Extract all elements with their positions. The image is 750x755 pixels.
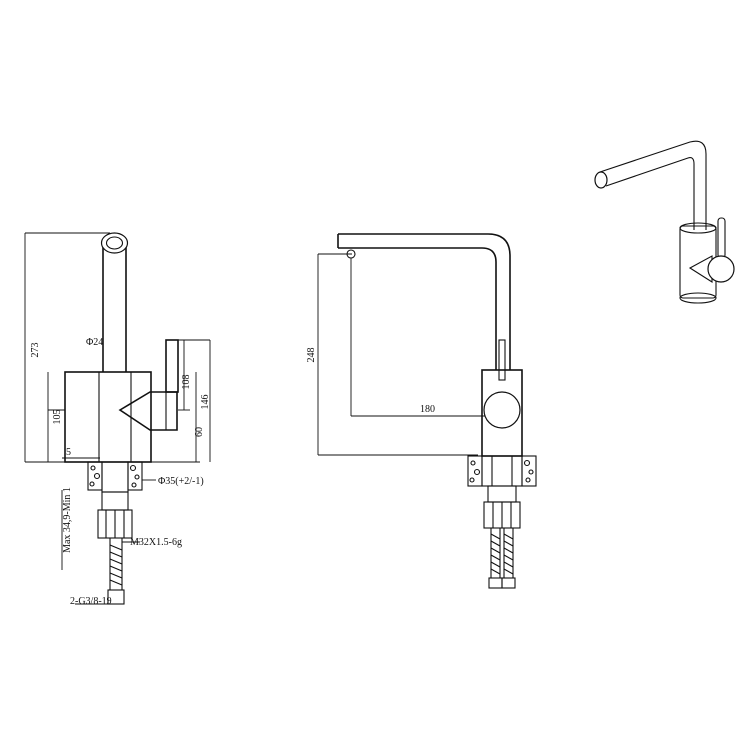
label-248: 248: [306, 348, 317, 363]
spout-tube: [100, 232, 129, 372]
label-5: 5: [66, 447, 71, 458]
dimension-180: [350, 258, 486, 417]
label-273: 273: [30, 343, 41, 358]
label-105: 105: [52, 410, 63, 425]
handle-side: [118, 339, 211, 462]
dimension-248: [317, 253, 478, 456]
front-view: 248 180: [306, 233, 537, 589]
label-phi24: Φ24: [86, 337, 103, 348]
label-60: 60: [194, 427, 205, 437]
perspective-view: [594, 140, 735, 304]
label-hose: 2-G3/8-19: [70, 596, 112, 607]
side-view: 273 Φ24 105 108: [24, 232, 211, 607]
label-180: 180: [420, 404, 435, 415]
label-thread: M32X1.5-6g: [130, 537, 182, 548]
shank-nut: [61, 490, 133, 570]
countertop-section: [52, 457, 200, 493]
body-front: [481, 339, 523, 457]
label-108: 108: [181, 375, 192, 390]
countertop-front: [467, 455, 537, 487]
spout-front: [337, 233, 511, 370]
hoses-front: [483, 485, 521, 589]
label-phi35: Φ35(+2/-1): [158, 476, 204, 487]
label-max-thickness: Max 34,9-Min 1: [62, 487, 73, 553]
label-146: 146: [200, 395, 211, 410]
faucet-body: [47, 371, 152, 463]
hose: [75, 538, 140, 605]
